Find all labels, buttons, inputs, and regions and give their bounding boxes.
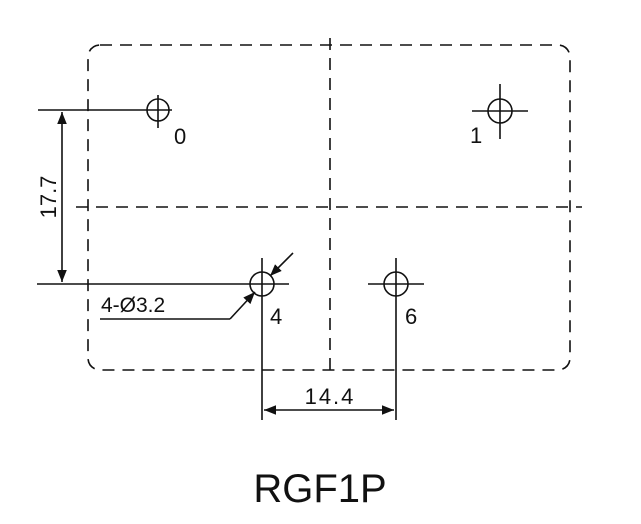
pin-label: 4 bbox=[270, 304, 282, 329]
pin-1: 1 bbox=[470, 84, 528, 148]
pin-label: 6 bbox=[405, 304, 417, 329]
dimension-horizontal-label: 14.4 bbox=[305, 384, 356, 409]
pin-0: 0 bbox=[38, 95, 186, 149]
dimension-horizontal: 14.4 bbox=[264, 384, 394, 415]
pin-4: 4 bbox=[37, 258, 289, 420]
pin-6: 6 bbox=[368, 258, 424, 420]
hole-note-label: 4-Ø3.2 bbox=[101, 294, 165, 317]
dimension-vertical: 17.7 bbox=[36, 112, 67, 282]
pin-label: 1 bbox=[470, 123, 482, 148]
model-title: RGF1P bbox=[253, 467, 386, 511]
dimension-vertical-label: 17.7 bbox=[36, 176, 61, 219]
hole-note: 4-Ø3.2 bbox=[100, 252, 294, 320]
pin-label: 0 bbox=[174, 124, 186, 149]
